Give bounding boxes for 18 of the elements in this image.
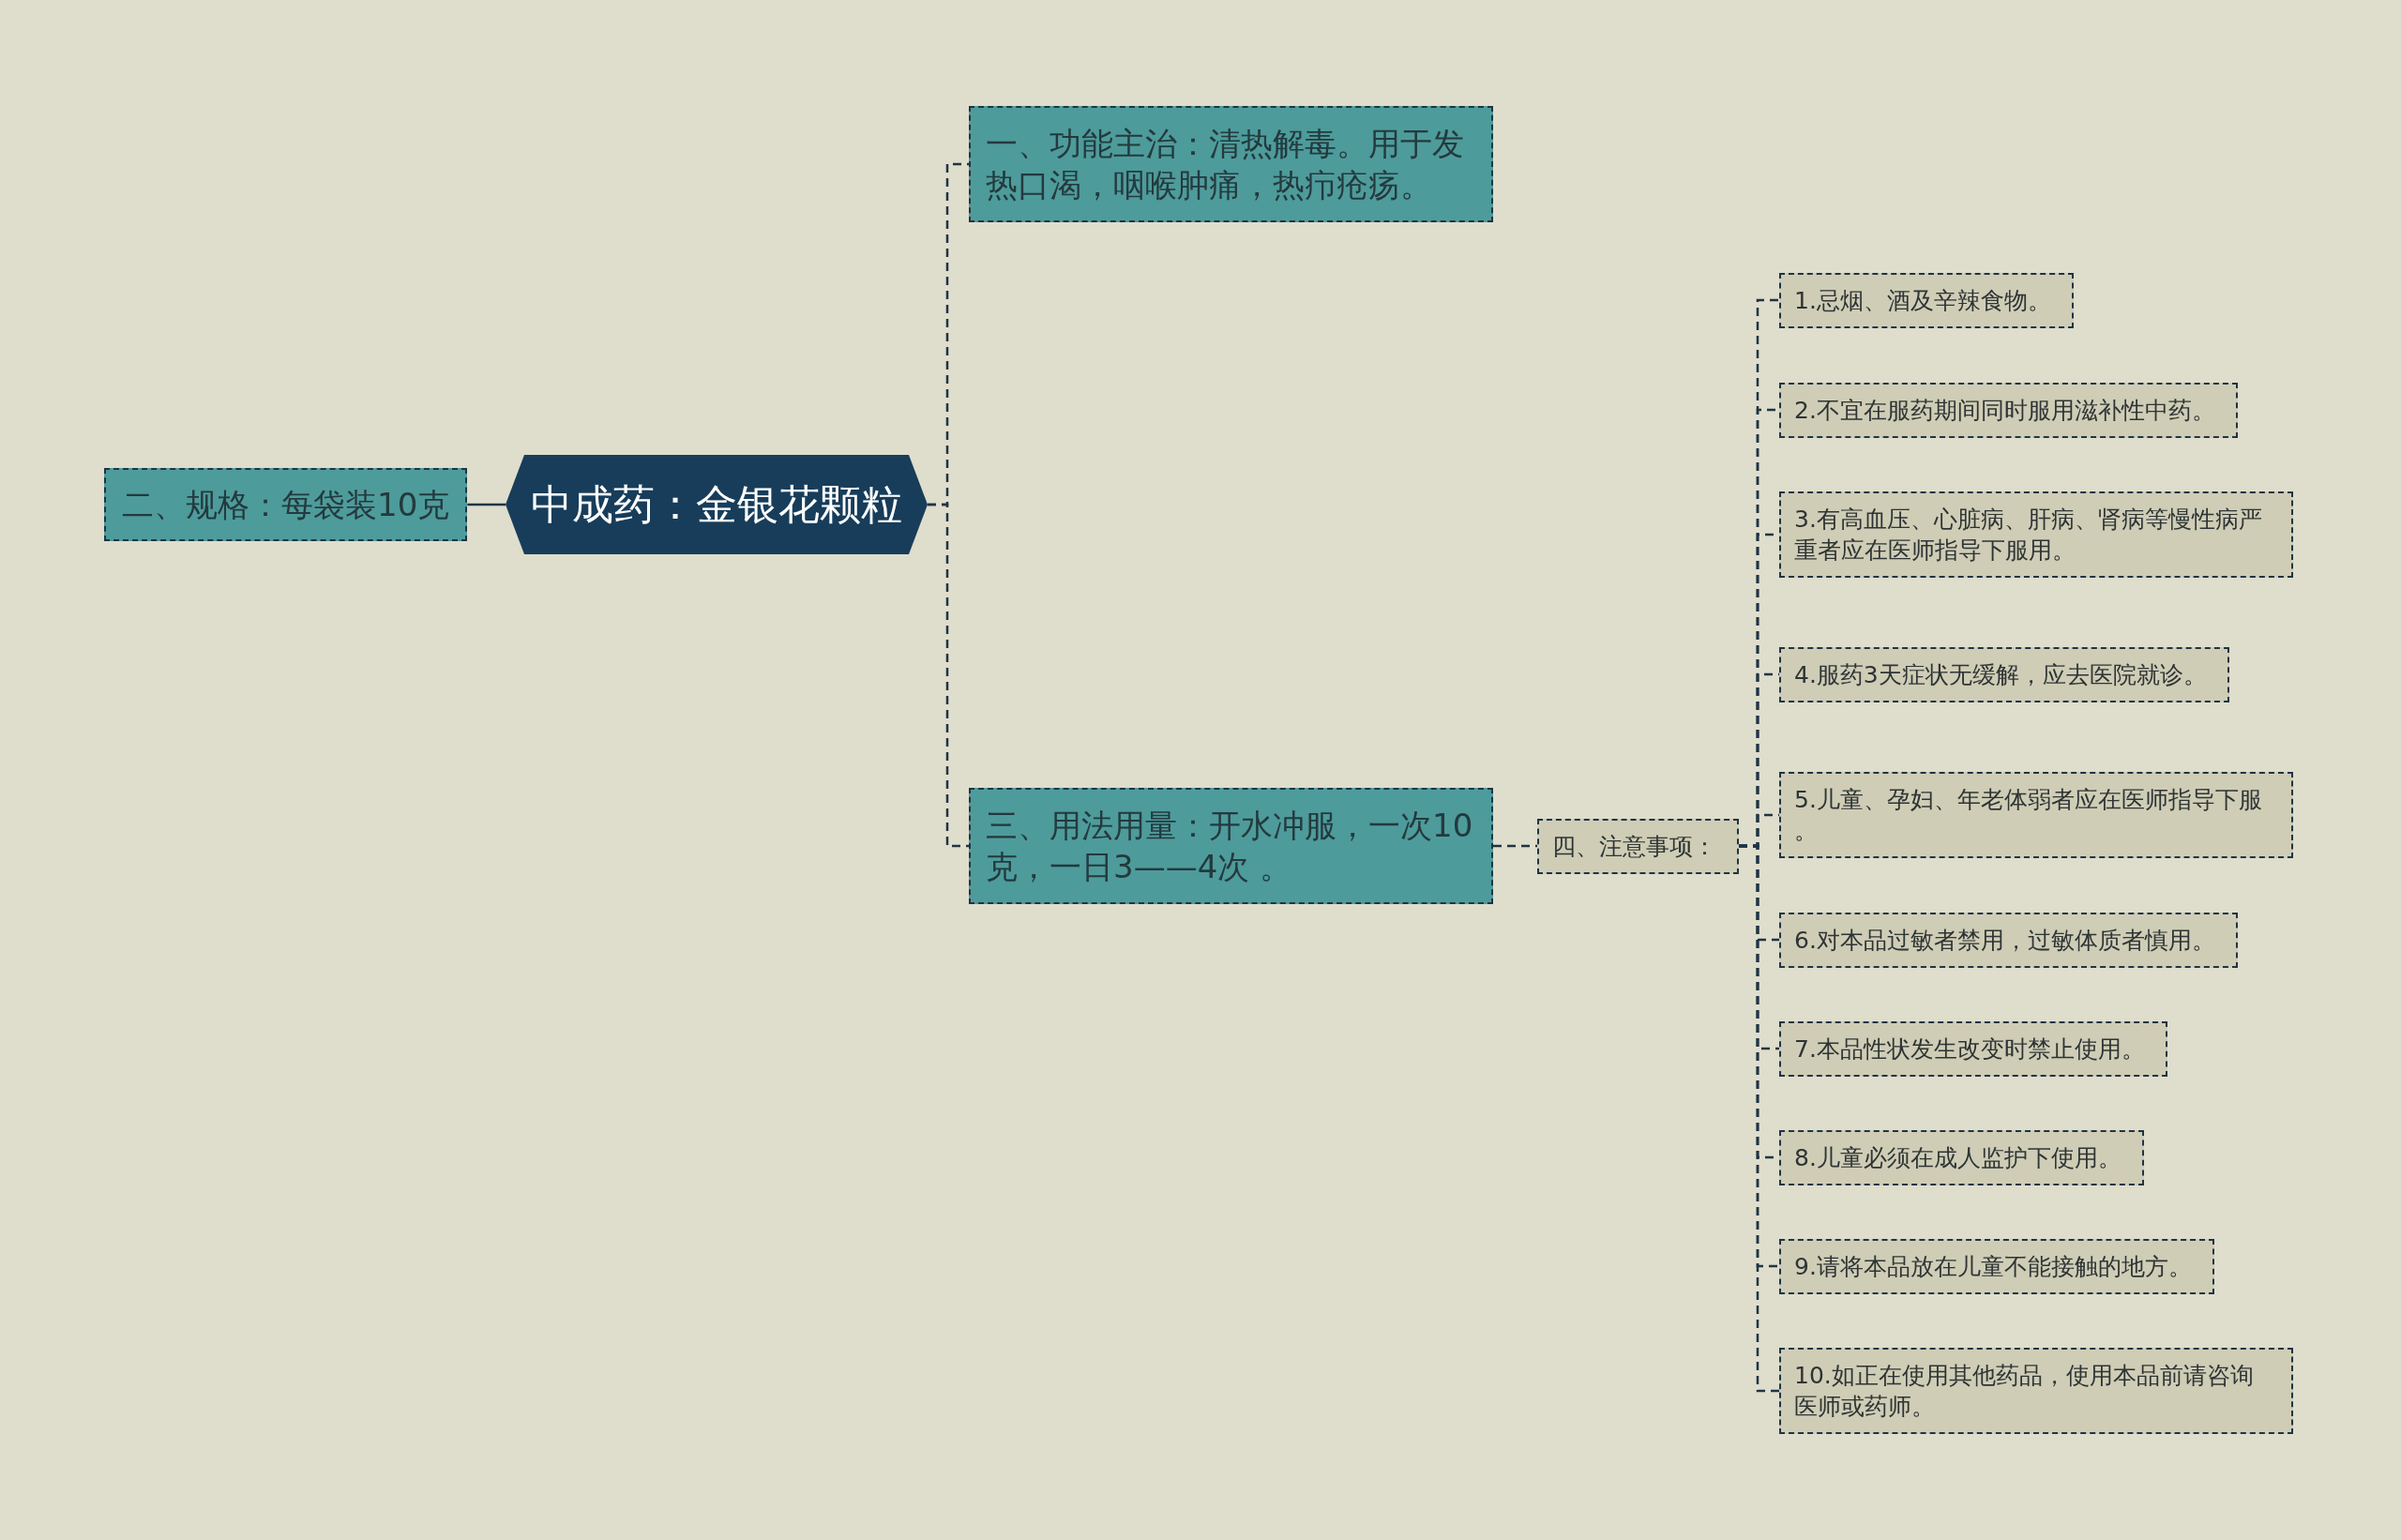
- subtopic-box: 四、注意事项：: [1537, 818, 1739, 874]
- note-box: 5.儿童、孕妇、年老体弱者应在医师指导下服。: [1779, 772, 2293, 858]
- hexagon-node: 中成药：金银花颗粒: [506, 455, 928, 554]
- note-box: 8.儿童必须在成人监护下使用。: [1779, 1129, 2144, 1185]
- note-box: 10.如正在使用其他药品，使用本品前请咨询医师或药师。: [1779, 1348, 2293, 1434]
- note-box: 7.本品性状发生改变时禁止使用。: [1779, 1020, 2167, 1077]
- connector-line: [467, 503, 506, 506]
- note-box: 1.忌烟、酒及辛辣食物。: [1779, 272, 2074, 328]
- topic-box: 一、功能主治：清热解毒。用于发热口渴，咽喉肿痛，热疖疮疡。: [969, 106, 1493, 222]
- note-box: 6.对本品过敏者禁用，过敏体质者慎用。: [1779, 912, 2238, 968]
- connector-line: [928, 503, 969, 848]
- note-box: 3.有高血压、心脏病、肝病、肾病等慢性病严重者应在医师指导下服用。: [1779, 491, 2293, 578]
- note-box: 9.请将本品放在儿童不能接触的地方。: [1779, 1238, 2214, 1294]
- note-box: 4.服药3天症状无缓解，应去医院就诊。: [1779, 646, 2229, 702]
- connector-line: [1493, 844, 1537, 848]
- topic-box: 二、规格：每袋装10克: [104, 468, 468, 541]
- note-box: 2.不宜在服药期间同时服用滋补性中药。: [1779, 382, 2238, 438]
- topic-box: 三、用法用量：开水冲服，一次10克，一日3——4次 。: [969, 788, 1493, 904]
